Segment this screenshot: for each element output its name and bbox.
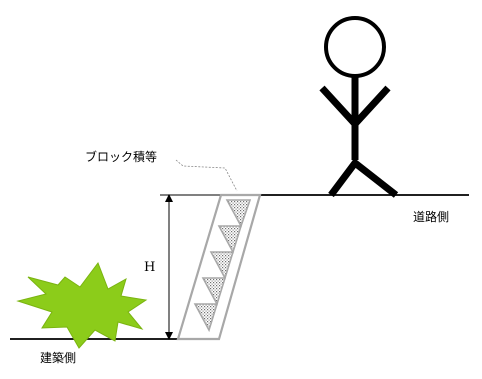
block-wall — [176, 193, 262, 341]
block-leader-line — [175, 159, 238, 192]
road-side-label: 道路側 — [413, 210, 450, 224]
block-courses — [193, 199, 252, 333]
explosion-burst-icon — [16, 261, 148, 349]
height-label: H — [144, 260, 156, 275]
building-side-label: 建築側 — [40, 351, 77, 365]
block-label: ブロック積等 — [85, 150, 158, 164]
stick-figure-icon — [319, 16, 399, 198]
